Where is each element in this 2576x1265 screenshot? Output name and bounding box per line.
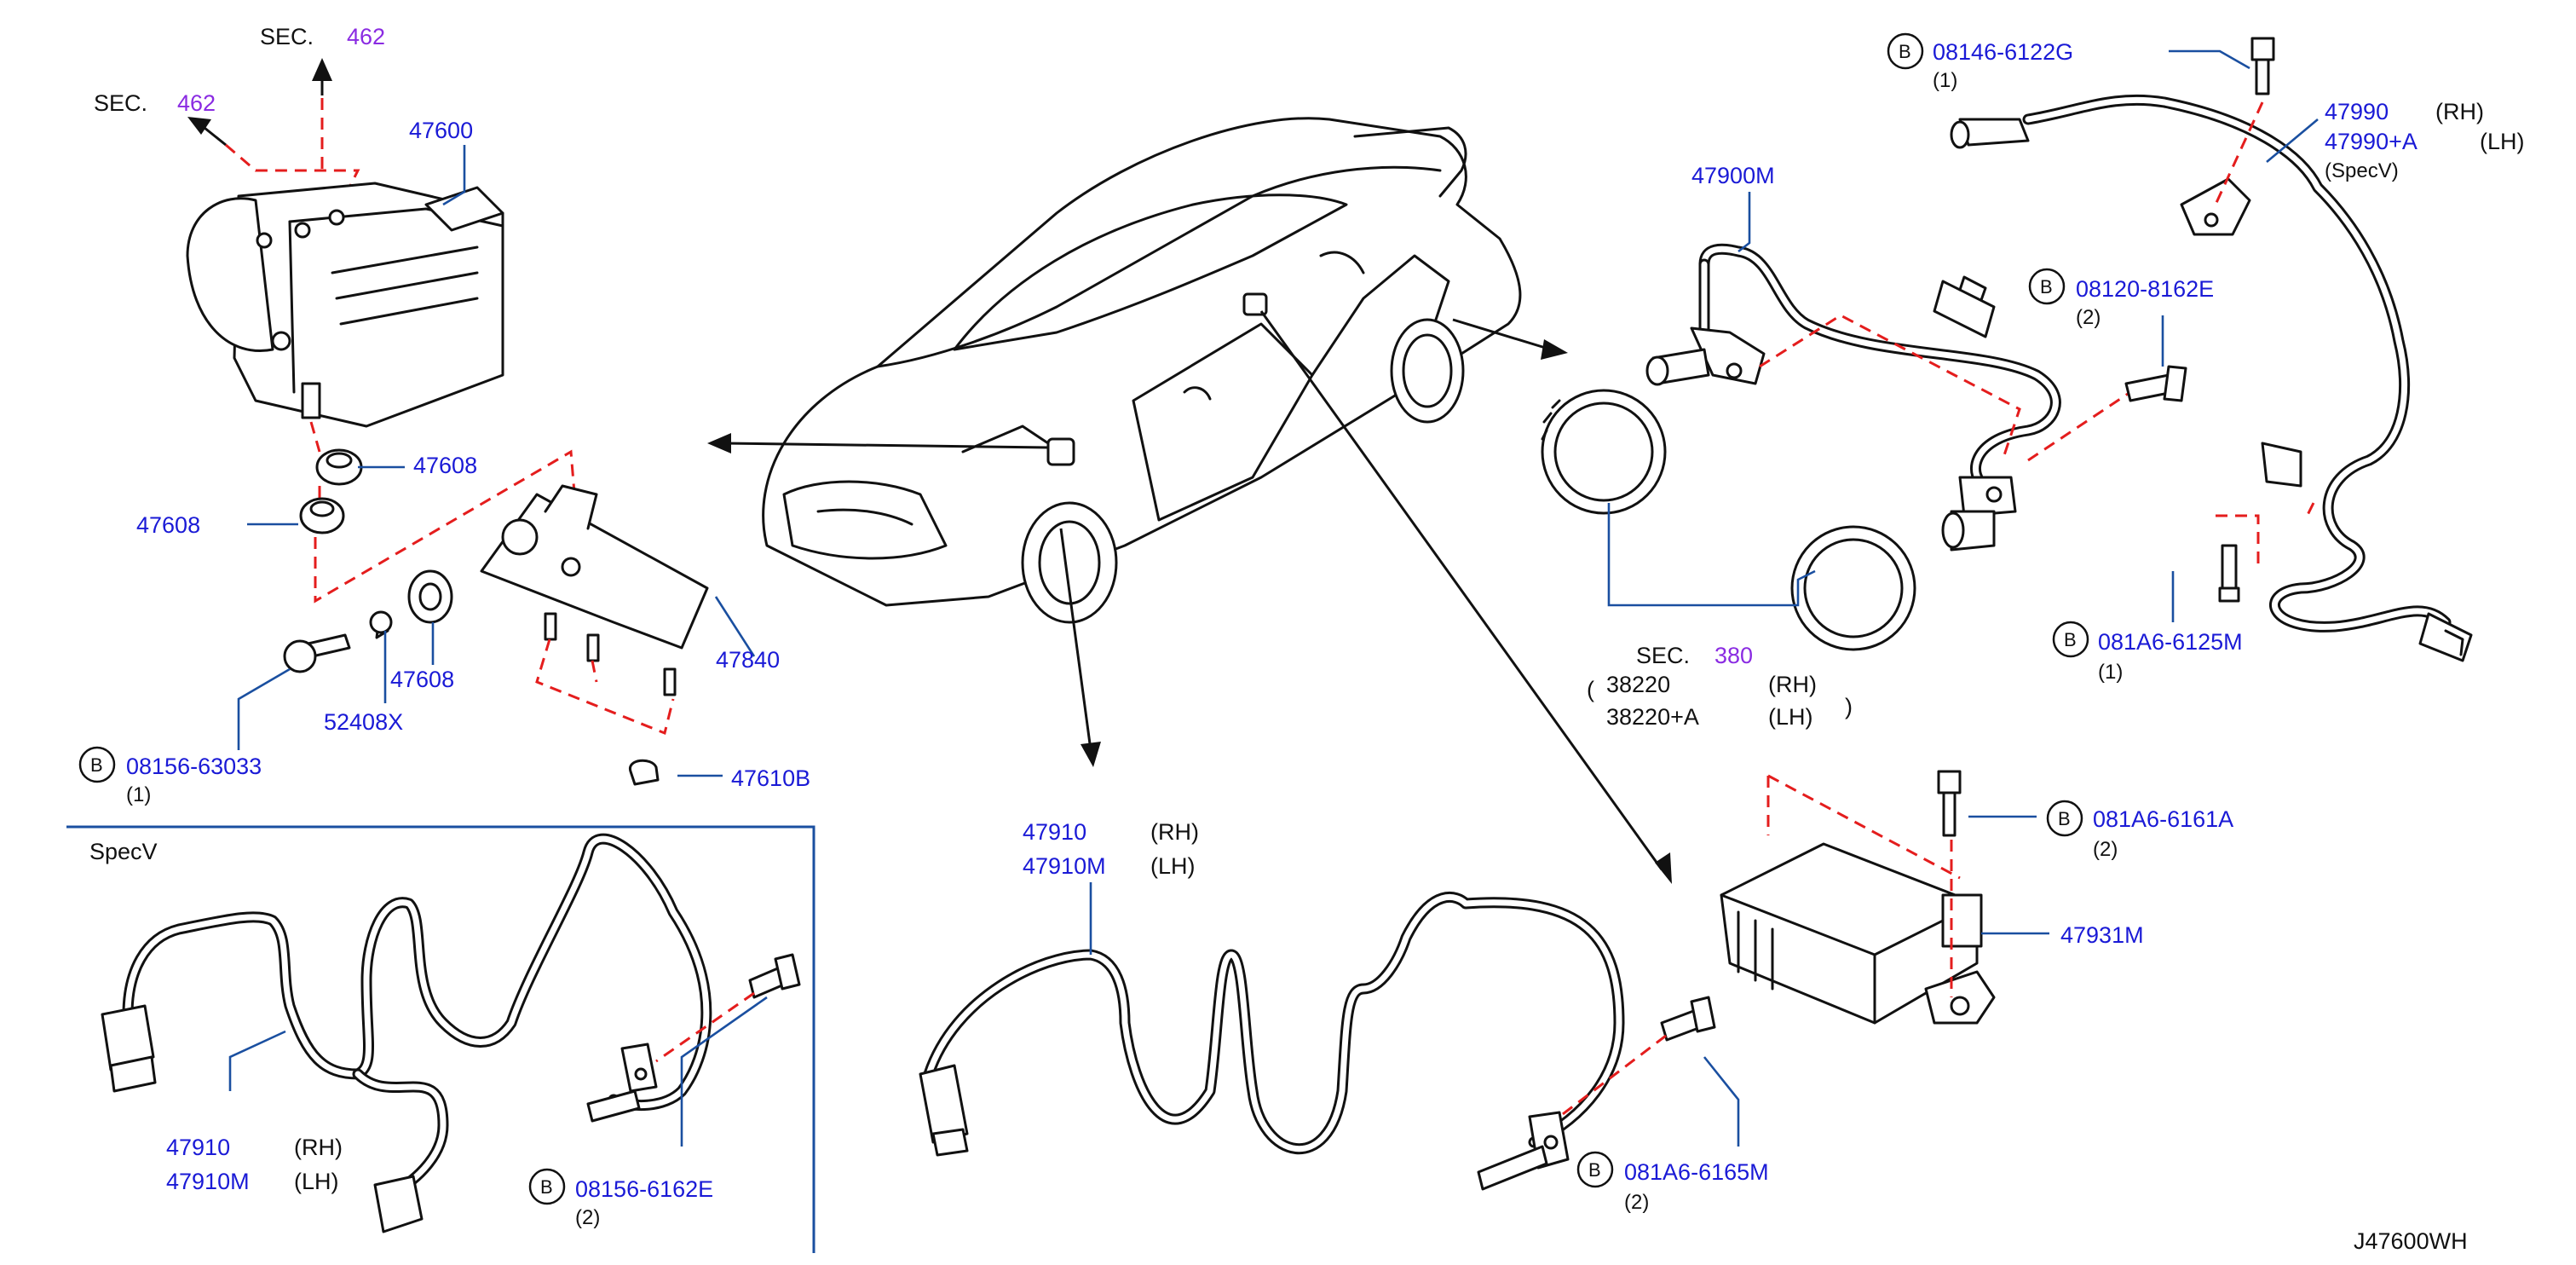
part-47910m-specv[interactable]: 47910M: [166, 1169, 250, 1194]
wheel-sensor-47900m-assembly: [1541, 243, 2187, 651]
svg-text:B: B: [540, 1176, 553, 1198]
part-47608-bushing[interactable]: 47608: [390, 667, 454, 692]
part-47990[interactable]: 47990: [2325, 99, 2389, 124]
yaw-sensor-47931m-assembly: [1720, 770, 1996, 1025]
bolt-marker-icon: B: [2028, 268, 2066, 305]
svg-text:B: B: [2058, 808, 2071, 829]
part-47910-mid[interactable]: 47910: [1023, 819, 1086, 845]
part-47608-lower[interactable]: 47608: [136, 512, 200, 538]
svg-text:B: B: [90, 754, 103, 776]
qty-08156-63033: (1): [126, 783, 151, 806]
side-lh-47910-specv: (LH): [294, 1169, 339, 1194]
vehicle-illustration: [762, 117, 1522, 624]
sec-label-mid: SEC.: [1636, 643, 1690, 668]
qty-081a6-6161a: (2): [2093, 838, 2118, 861]
bolt-marker-icon: B: [528, 1168, 566, 1205]
bolt-marker-icon: B: [2046, 800, 2083, 837]
bolt-081a6-6165m[interactable]: 081A6-6165M: [1624, 1159, 1769, 1185]
specv-note-47990: (SpecV): [2325, 159, 2399, 182]
bolt-marker-icon: B: [1887, 32, 1924, 70]
side-lh-47910-mid: (LH): [1150, 853, 1196, 879]
part-47910-specv[interactable]: 47910: [166, 1135, 230, 1160]
svg-text:B: B: [1899, 41, 1911, 62]
part-47840[interactable]: 47840: [716, 647, 780, 673]
part-labels: SEC. 462 SEC. 462 47600 47608 47608 4760…: [78, 24, 2525, 1254]
abs-unit-location-icon: [1046, 437, 1075, 466]
svg-text:B: B: [2040, 276, 2053, 297]
bolt-081a6-6125m[interactable]: 081A6-6125M: [2098, 629, 2243, 655]
bracket-open: (: [1587, 677, 1594, 702]
part-47900m[interactable]: 47900M: [1691, 163, 1775, 188]
qty-08120-8162e: (2): [2076, 306, 2101, 329]
part-47600[interactable]: 47600: [409, 118, 473, 143]
side-lh-47990: (LH): [2480, 129, 2525, 154]
part-47608-upper[interactable]: 47608: [413, 453, 477, 478]
side-lh-38220: (LH): [1768, 704, 1813, 730]
bolt-marker-icon: B: [78, 746, 116, 783]
leader-lines: [228, 49, 2319, 1147]
side-rh-47910-mid: (RH): [1150, 819, 1199, 845]
specv-section-title: SpecV: [89, 839, 158, 864]
side-rh-47910-specv: (RH): [294, 1135, 343, 1160]
part-38220a[interactable]: 38220+A: [1606, 704, 1699, 730]
part-47910m-mid[interactable]: 47910M: [1023, 853, 1106, 879]
bolt-081a6-6161a[interactable]: 081A6-6161A: [2093, 806, 2233, 832]
sec-ref-top[interactable]: 462: [347, 24, 385, 49]
sec-label-top: SEC.: [260, 24, 314, 49]
part-47610b[interactable]: 47610B: [731, 765, 810, 791]
yaw-sensor-location-icon: [1242, 292, 1268, 316]
abs-actuator-assembly: [186, 98, 709, 786]
sec-label-left: SEC.: [94, 90, 147, 116]
part-47990a[interactable]: 47990+A: [2325, 129, 2418, 154]
side-rh-38220: (RH): [1768, 672, 1817, 697]
bolt-marker-icon: B: [2052, 621, 2089, 658]
svg-text:B: B: [1588, 1159, 1601, 1181]
part-47931m[interactable]: 47931M: [2060, 922, 2144, 948]
location-arrows: [187, 58, 1672, 884]
bolt-08146-6122g[interactable]: 08146-6122G: [1933, 39, 2073, 65]
sec-ref-mid[interactable]: 380: [1714, 643, 1753, 668]
specv-sensor-assembly: [66, 825, 815, 1253]
qty-08146-6122g: (1): [1933, 69, 1957, 92]
side-rh-47990: (RH): [2435, 99, 2484, 124]
wheel-sensor-47910-assembly: [919, 891, 1716, 1191]
qty-08156-6162e: (2): [575, 1206, 600, 1229]
bolt-08156-63033[interactable]: 08156-63033: [126, 754, 262, 779]
diagram-code: J47600WH: [2354, 1228, 2468, 1254]
svg-text:B: B: [2064, 629, 2077, 650]
sec-ref-left[interactable]: 462: [177, 90, 216, 116]
qty-081a6-6165m: (2): [1624, 1191, 1649, 1214]
bolt-marker-icon: B: [1576, 1151, 1614, 1188]
part-38220[interactable]: 38220: [1606, 672, 1670, 697]
wheel-sensor-47990-assembly: [1950, 37, 2473, 662]
qty-081a6-6125m: (1): [2098, 661, 2123, 684]
bolt-08120-8162e[interactable]: 08120-8162E: [2076, 276, 2214, 302]
part-52408x[interactable]: 52408X: [324, 709, 403, 735]
bolt-08156-6162e[interactable]: 08156-6162E: [575, 1176, 713, 1202]
bracket-close: ): [1845, 694, 1853, 719]
